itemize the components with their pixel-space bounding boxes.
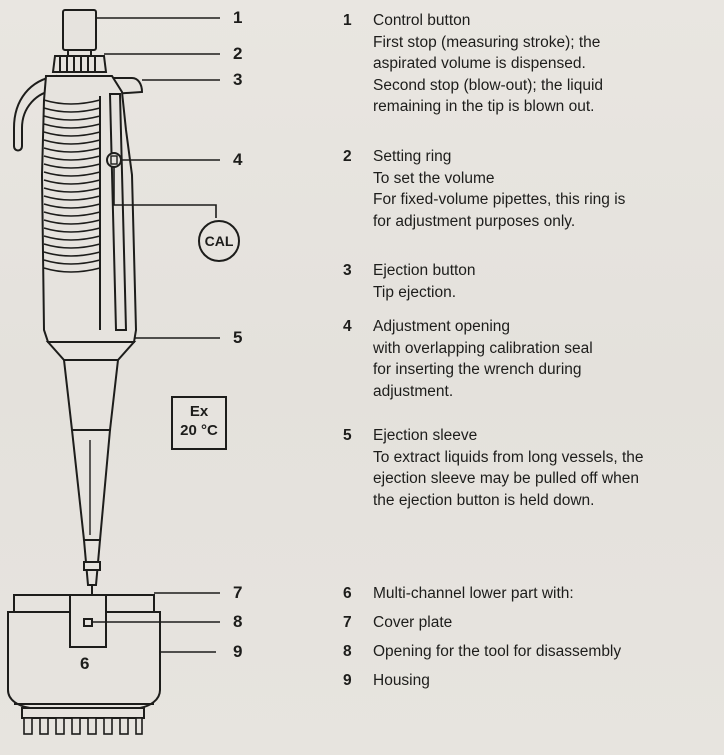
legend-number: 6 — [343, 585, 352, 602]
legend-title: Control button — [373, 12, 471, 29]
multichannel-number: 6 — [80, 654, 90, 673]
legend-line: aspirated volume is dispensed. — [373, 55, 586, 73]
legend-line: for inserting the wrench during — [373, 361, 582, 379]
legend-number: 7 — [343, 614, 352, 631]
legend-line: To extract liquids from long vessels, th… — [373, 448, 644, 466]
legend-line: Tip ejection. — [373, 283, 456, 301]
legend-number: 5 — [343, 427, 352, 444]
legend-line: To set the volume — [373, 169, 495, 187]
callout-8: 8 — [233, 612, 243, 631]
legend-number: 4 — [343, 318, 352, 335]
legend-title: Adjustment opening — [373, 318, 511, 335]
temperature-label: Ex 20 °C — [172, 402, 226, 440]
ejection-sleeve-shape — [45, 341, 137, 361]
legend-line: Second stop (blow-out); the liquid — [373, 76, 604, 94]
callout-2: 2 — [233, 44, 243, 63]
legend-number: 3 — [343, 262, 352, 279]
callout-3: 3 — [233, 70, 243, 89]
legend-line: with overlapping calibration seal — [373, 339, 593, 357]
callout-1: 1 — [233, 8, 243, 27]
legend-number: 1 — [343, 12, 352, 29]
control-button-shape — [62, 9, 97, 51]
legend-line: adjustment. — [373, 382, 454, 400]
legend-line: For fixed-volume pipettes, this ring is — [373, 191, 626, 209]
finger-hook-shape — [13, 74, 57, 152]
legend-title: Opening for the tool for disassembly — [373, 643, 622, 660]
legend-line: the ejection button is held down. — [373, 491, 595, 509]
legend-line: remaining in the tip is blown out. — [373, 98, 595, 116]
legend-title: Cover plate — [373, 614, 453, 631]
legend-title: Ejection sleeve — [373, 427, 478, 444]
cal-badge: CAL — [198, 220, 240, 262]
callout-9: 9 — [233, 642, 243, 661]
legend-title: Setting ring — [373, 148, 452, 165]
callout-7: 7 — [233, 583, 243, 602]
cal-badge-label: CAL — [204, 233, 234, 249]
legend-line: ejection sleeve may be pulled off when — [373, 470, 639, 488]
temperature-box — [171, 396, 227, 450]
legend-number: 2 — [343, 148, 352, 165]
legend-number: 9 — [343, 672, 352, 689]
legend-title: Ejection button — [373, 262, 476, 279]
temperature-line-2: 20 °C — [180, 422, 218, 439]
legend-line: First stop (measuring stroke); the — [373, 33, 601, 51]
legend-title: Housing — [373, 672, 430, 689]
callout-5: 5 — [233, 328, 243, 347]
legend-number: 8 — [343, 643, 352, 660]
multichannel-part-shape — [7, 594, 161, 735]
temperature-line-1: Ex — [189, 403, 209, 420]
legend-title: Multi-channel lower part with: — [373, 585, 574, 602]
legend-line: for adjustment purposes only. — [373, 212, 576, 230]
callout-4: 4 — [233, 150, 243, 169]
